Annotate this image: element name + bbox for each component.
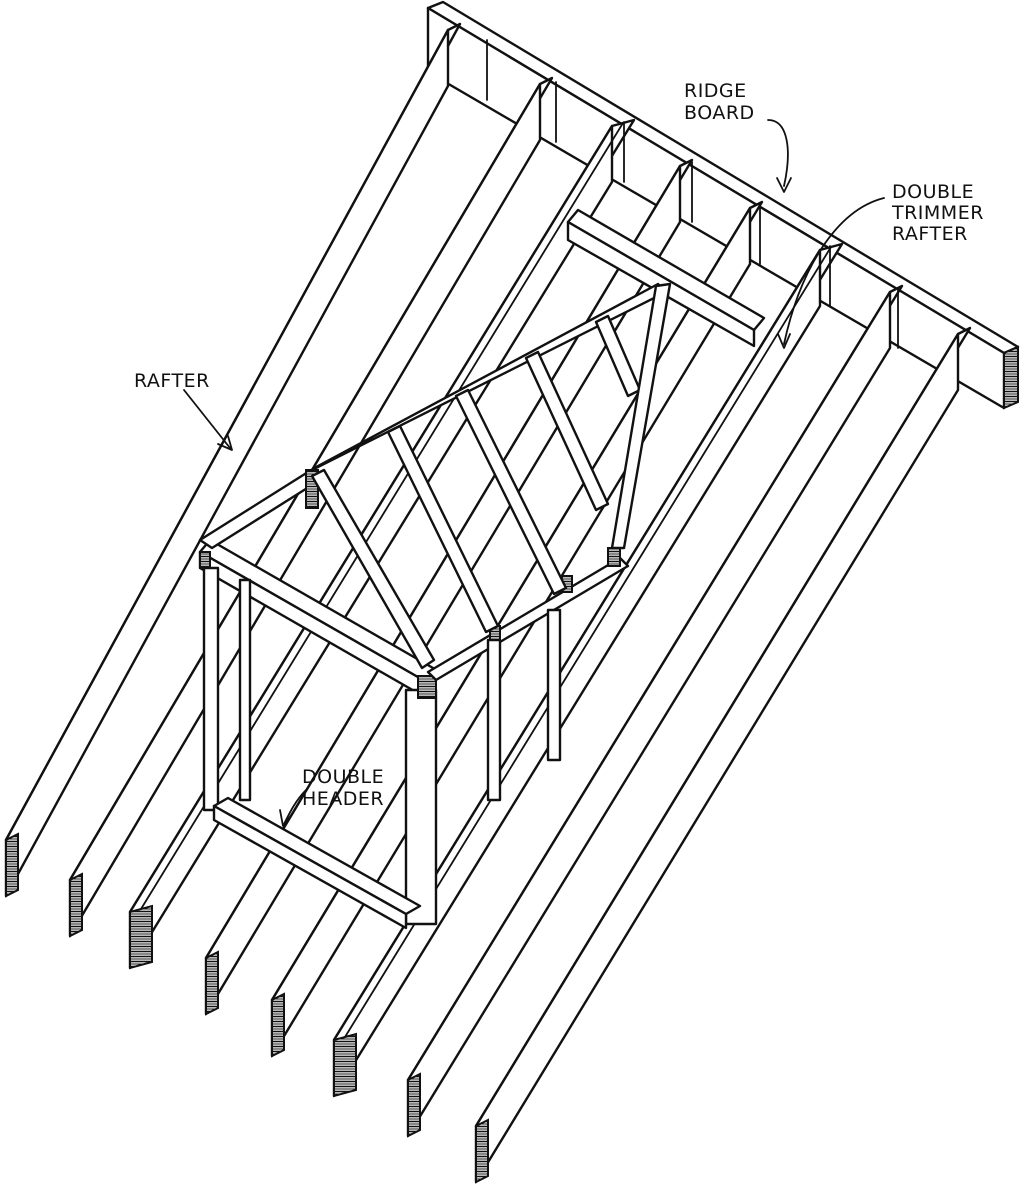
- label-double-trimmer-line-1: DOUBLE: [892, 181, 975, 203]
- rafter-end-grain-1: [5, 832, 19, 898]
- upper-double-header: [566, 208, 766, 348]
- label-ridge-board: RIDGE BOARD: [684, 80, 755, 124]
- label-ridge-board-line-2: BOARD: [684, 102, 755, 124]
- ridge-board: [426, 0, 1020, 410]
- rafter-leader: [183, 389, 231, 449]
- rafter-end-grain-6: [333, 1032, 357, 1098]
- label-ridge-board-line-1: RIDGE: [684, 80, 747, 102]
- rafter-1: [4, 22, 462, 898]
- rafter-7: [406, 284, 904, 1138]
- label-double-header: DOUBLE HEADER: [302, 766, 384, 810]
- rafter-end-grain-8: [475, 1118, 489, 1184]
- dormer-roof-rafters: [310, 282, 672, 670]
- rafter-end-grain-7: [407, 1072, 421, 1138]
- label-double-header-line-2: HEADER: [302, 788, 385, 810]
- label-rafter-line-1: RAFTER: [134, 370, 210, 392]
- rafter-end-grain-2: [69, 872, 83, 938]
- label-double-trimmer-line-3: RAFTER: [892, 223, 968, 245]
- leader-lines: [183, 119, 885, 827]
- ridge-board-leader: [767, 119, 789, 187]
- rafter-end-grain-5: [271, 992, 285, 1058]
- double-trimmer-rafter-leader: [783, 197, 885, 345]
- rafter-end-grain-3: [129, 904, 153, 970]
- double-header-leader: [283, 789, 307, 825]
- lower-double-header: [212, 796, 422, 930]
- dormer-side-wall: [426, 547, 630, 802]
- label-double-trimmer-rafter: DOUBLE TRIMMER RAFTER: [892, 182, 984, 245]
- rafter-8: [474, 326, 972, 1184]
- rafter-end-grain-4: [205, 950, 219, 1016]
- label-rafter: RAFTER: [134, 370, 210, 392]
- label-double-header-line-1: DOUBLE: [302, 766, 385, 788]
- ridge-blocking: [486, 39, 899, 349]
- label-double-trimmer-line-2: TRIMMER: [892, 202, 984, 224]
